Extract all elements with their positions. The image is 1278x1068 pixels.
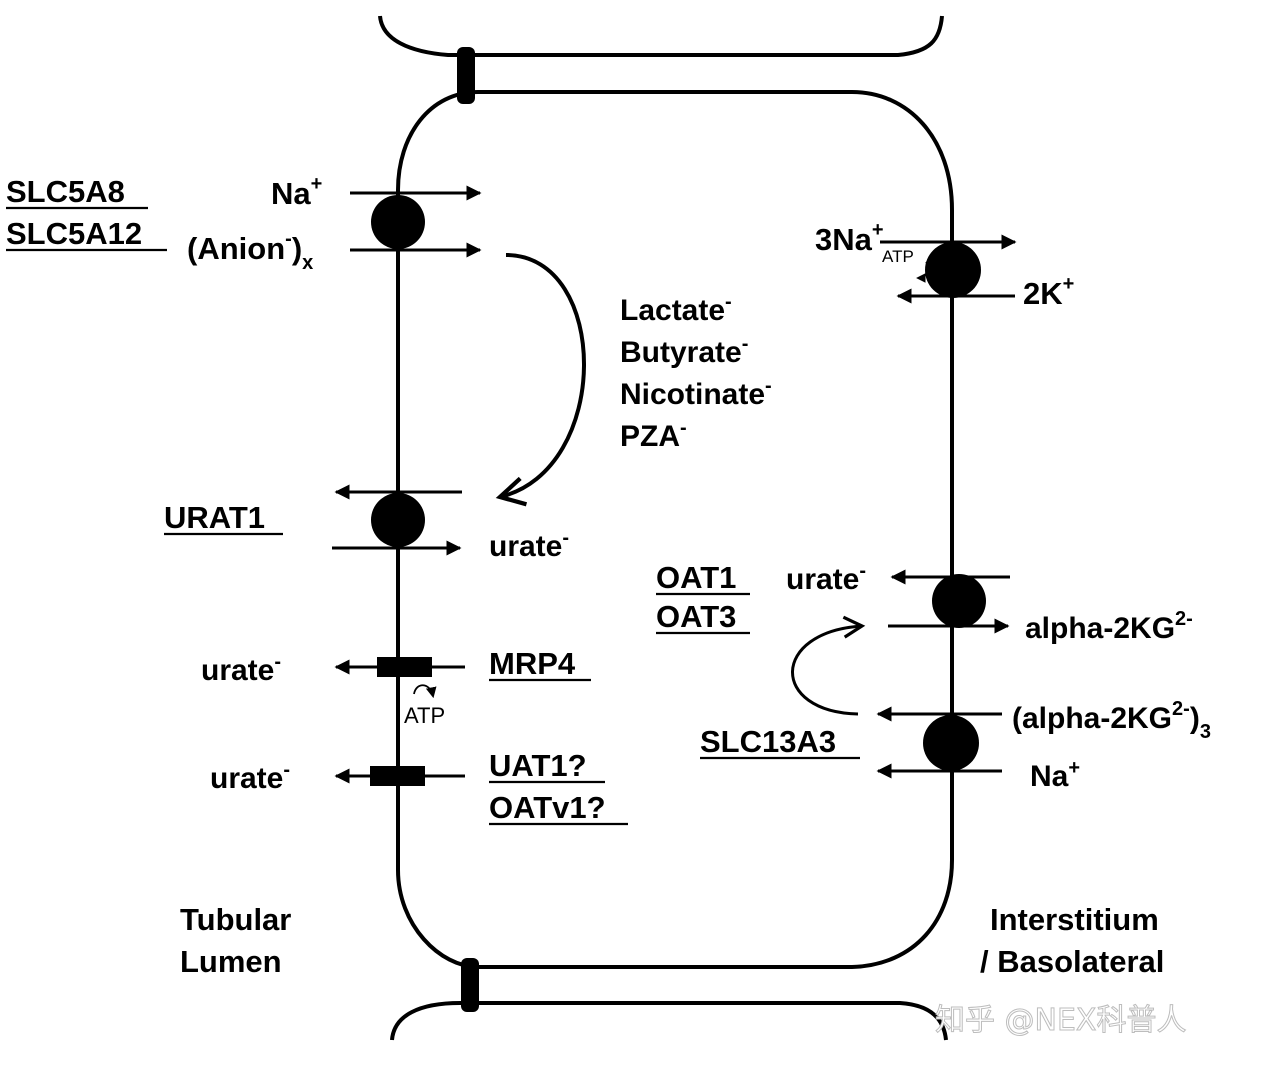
alpha-kg-trimer-label: (alpha-2KG2-)3 <box>1012 698 1211 743</box>
lower-neighbor-cell-outline <box>390 1001 948 1041</box>
anion-item: Nicotinate- <box>620 375 772 411</box>
mrp4-transporter <box>334 657 465 699</box>
urat1-transporter <box>332 484 462 556</box>
alpha-kg-recycle-arrow <box>791 615 866 716</box>
slc5a8-label: SLC5A8 <box>6 174 125 209</box>
na-label: Na+ <box>271 173 322 211</box>
anion-item: Butyrate- <box>620 333 748 369</box>
slc13a3-label: SLC13A3 <box>700 724 836 759</box>
lumen-label-line1: Tubular <box>180 902 291 937</box>
oatv1-label: OATv1? <box>489 790 606 825</box>
tight-junction-bottom <box>461 958 479 1012</box>
na-basal-label: Na+ <box>1030 757 1080 793</box>
slc5a8-carrier <box>371 195 425 249</box>
upper-neighbor-cell-outline <box>378 15 944 57</box>
slc5a12-label: SLC5A12 <box>6 216 142 251</box>
oat1-carrier <box>932 574 986 628</box>
urate-label-urat1: urate- <box>489 527 569 563</box>
cell-membranes <box>378 15 954 1041</box>
anion-recycle-arrow <box>495 253 586 507</box>
na-k-atpase <box>880 234 1017 304</box>
three-na-label: 3Na+ <box>815 219 884 257</box>
urate-label-oat: urate- <box>786 560 866 596</box>
urate-label-uat1: urate- <box>210 759 290 795</box>
uat1-transporter <box>334 766 465 786</box>
tight-junction-top <box>457 47 475 104</box>
interstitium-label-line2: / Basolateral <box>980 944 1164 979</box>
oat1-oat3-transporter <box>888 569 1010 634</box>
atp-hydrolysis-arrow <box>413 684 437 699</box>
slc13a3-carrier <box>923 715 979 771</box>
urate-label-mrp4: urate- <box>201 651 281 687</box>
oat3-label: OAT3 <box>656 599 736 634</box>
urat1-carrier <box>371 493 425 547</box>
oat1-label: OAT1 <box>656 560 736 595</box>
anion-list: Lactate- Butyrate- Nicotinate- PZA- <box>620 291 772 453</box>
main-cell-outline <box>396 90 954 969</box>
uat1-channel <box>370 766 425 786</box>
slc13a3-transporter <box>876 706 1002 779</box>
anion-item: Lactate- <box>620 291 732 327</box>
atp-hydrolysis-arrow <box>916 261 930 283</box>
two-k-label: 2K+ <box>1023 273 1074 311</box>
uat1-label: UAT1? <box>489 748 587 783</box>
slc5a8-slc5a12-transporter <box>350 185 482 258</box>
lumen-label-line2: Lumen <box>180 944 282 979</box>
anion-label: (Anion-)x <box>187 228 313 274</box>
anion-item: PZA- <box>620 417 687 453</box>
watermark: 知乎 @NEX科普人 <box>935 1003 1186 1038</box>
mrp4-pump <box>377 657 432 677</box>
mrp4-label: MRP4 <box>489 646 576 681</box>
urat1-label: URAT1 <box>164 500 265 535</box>
interstitium-label-line1: Interstitium <box>990 902 1159 937</box>
alpha-kg-label: alpha-2KG2- <box>1025 608 1193 645</box>
na-k-atpase-pump <box>925 242 981 298</box>
atp-label-mrp4: ATP <box>404 703 445 728</box>
atp-label-nak: ATP <box>882 247 914 266</box>
